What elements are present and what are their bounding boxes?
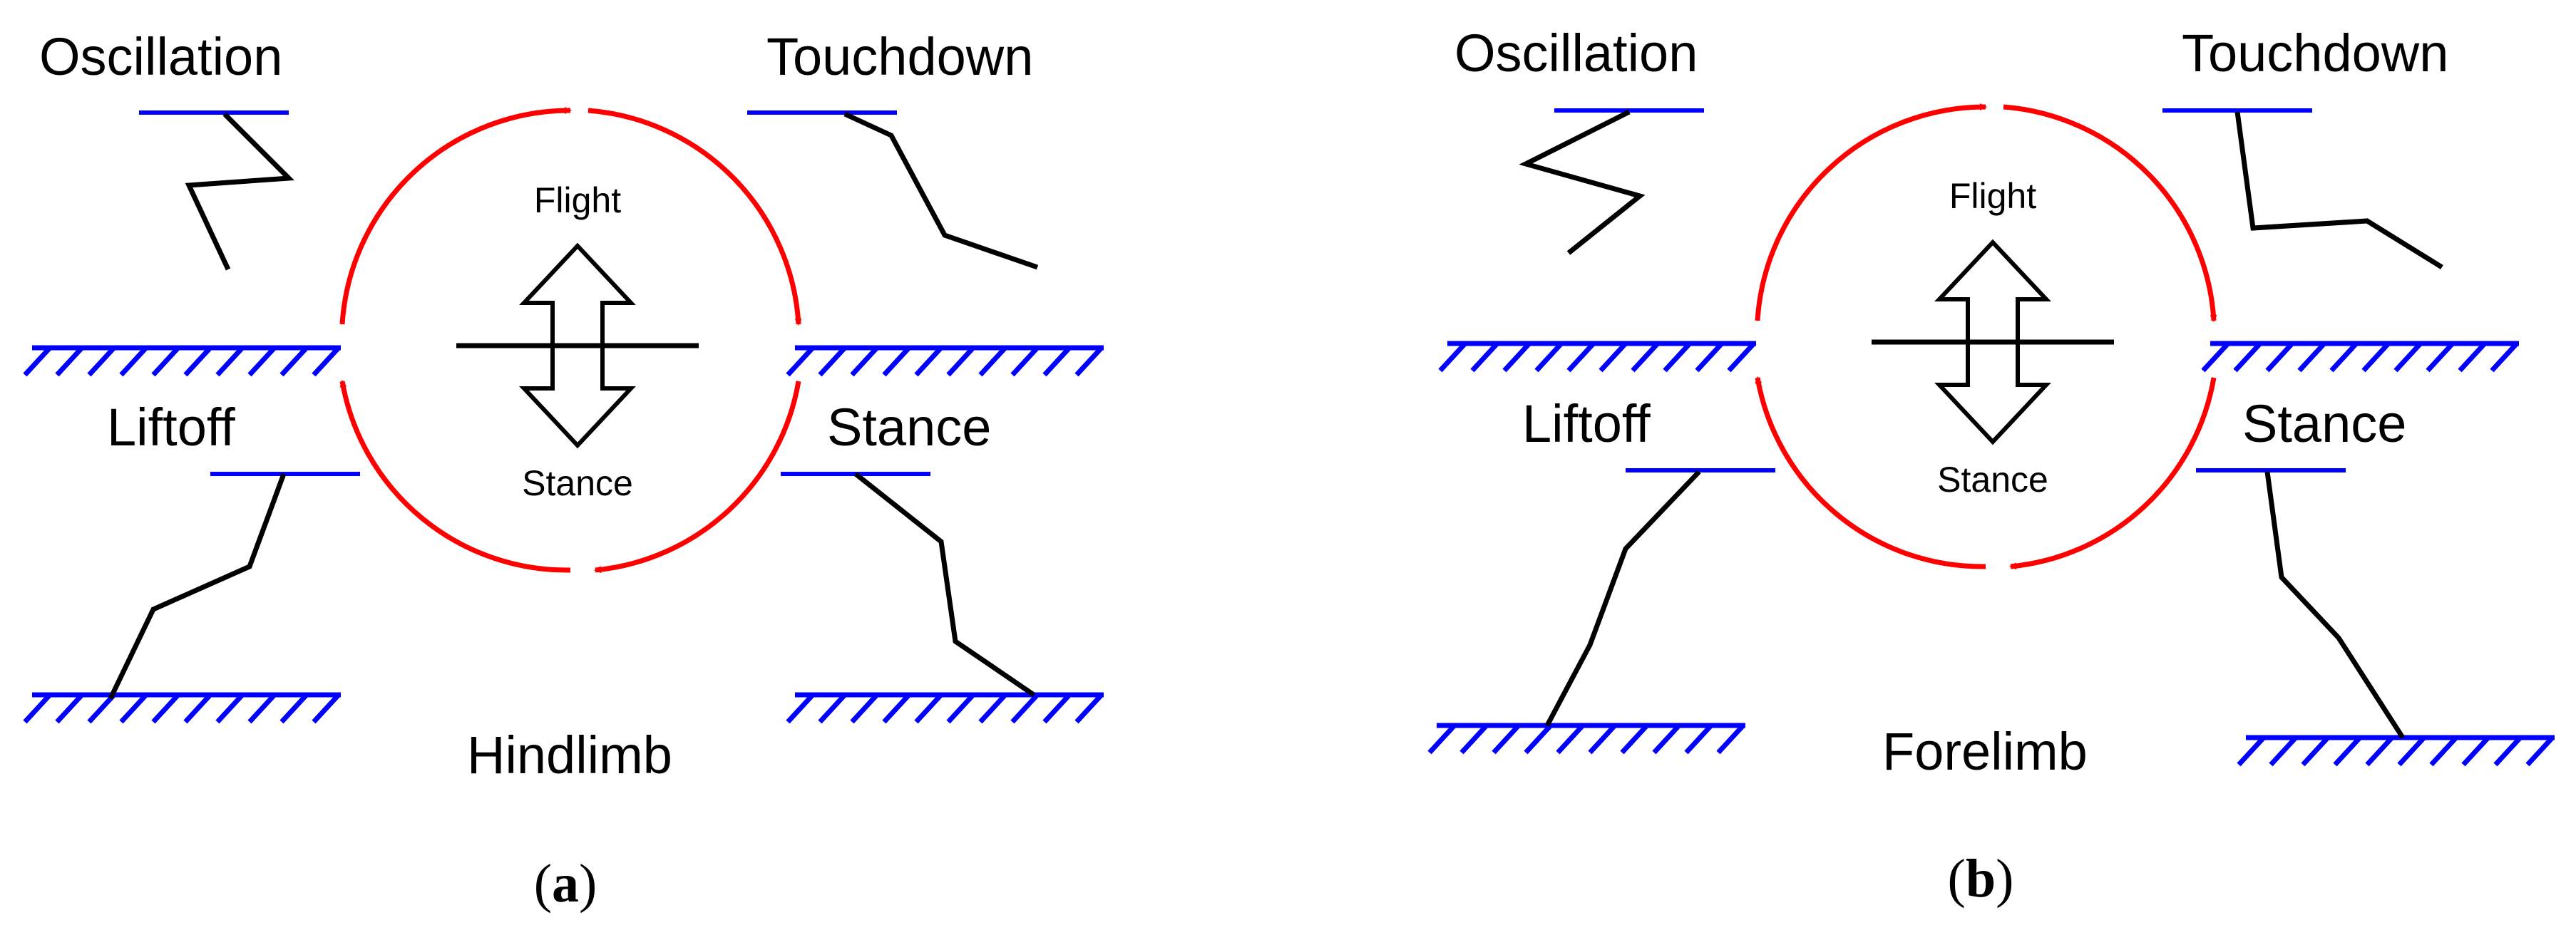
ground-left-upper (1438, 341, 1756, 373)
gait-cycle-arrows (339, 106, 802, 574)
limb-stance (2264, 471, 2405, 739)
ground-right-lower (786, 692, 1104, 724)
panel-a: Oscillation Touchdown Liftoff Stance Hin… (23, 27, 1104, 914)
limb-liftoff (1544, 470, 1701, 727)
cycle-arrow-stance-to-liftoff (594, 381, 801, 574)
limb-sticks (1519, 109, 2443, 739)
phase-label-stance: Stance (2242, 394, 2406, 453)
limb-stance (853, 472, 1035, 697)
panel-caption-b: (b) (1948, 849, 2014, 909)
ground-left-upper (23, 345, 341, 377)
limb-oscillation (185, 112, 294, 271)
ground-right-upper (786, 345, 1104, 377)
center-label-flight: Flight (1949, 176, 2036, 216)
phase-label-oscillation: Oscillation (39, 27, 282, 86)
ground-lines (23, 345, 1104, 724)
center-label-stance: Stance (1937, 460, 2048, 500)
limb-sticks (108, 111, 1039, 700)
limb-liftoff (108, 472, 287, 700)
cycle-arrow-touchdown-to-stance (587, 108, 802, 326)
phase-label-liftoff: Liftoff (1522, 394, 1651, 453)
ground-right-lower (2237, 735, 2555, 767)
cycle-arrow-liftoff-to-oscillation (339, 380, 571, 573)
cycle-arrow-liftoff-to-oscillation (1755, 376, 1986, 569)
center-label-flight: Flight (534, 180, 621, 220)
flight-stance-double-arrow (456, 242, 699, 449)
panel-caption-a: (a) (534, 854, 597, 914)
limb-oscillation (1519, 109, 1646, 255)
limb-name-label: Hindlimb (467, 725, 672, 785)
limb-name-label: Forelimb (1882, 722, 2088, 781)
ground-left-lower (23, 692, 341, 724)
panel-b: Oscillation Touchdown Liftoff Stance For… (1427, 24, 2555, 909)
flight-stance-double-arrow (1872, 239, 2114, 445)
cycle-arrow-touchdown-to-stance (2003, 104, 2217, 322)
phase-label-touchdown: Touchdown (766, 27, 1033, 86)
cycle-arrow-oscillation-to-touchdown (1755, 103, 1987, 321)
phase-label-touchdown: Touchdown (2182, 24, 2448, 83)
phase-label-stance: Stance (827, 398, 991, 457)
ground-lines (1427, 341, 2555, 767)
cycle-arrow-stance-to-liftoff (2009, 377, 2217, 570)
phase-label-liftoff: Liftoff (107, 398, 235, 457)
limb-touchdown (843, 111, 1039, 270)
gait-cycle-arrows (1755, 103, 2217, 570)
phase-label-oscillation: Oscillation (1454, 24, 1698, 83)
hip-lines (1554, 108, 2346, 472)
cycle-arrow-oscillation-to-touchdown (339, 106, 572, 325)
ground-right-upper (2201, 341, 2519, 373)
center-label-stance: Stance (522, 463, 633, 503)
ground-left-lower (1427, 723, 1745, 755)
limb-touchdown (2234, 111, 2443, 269)
